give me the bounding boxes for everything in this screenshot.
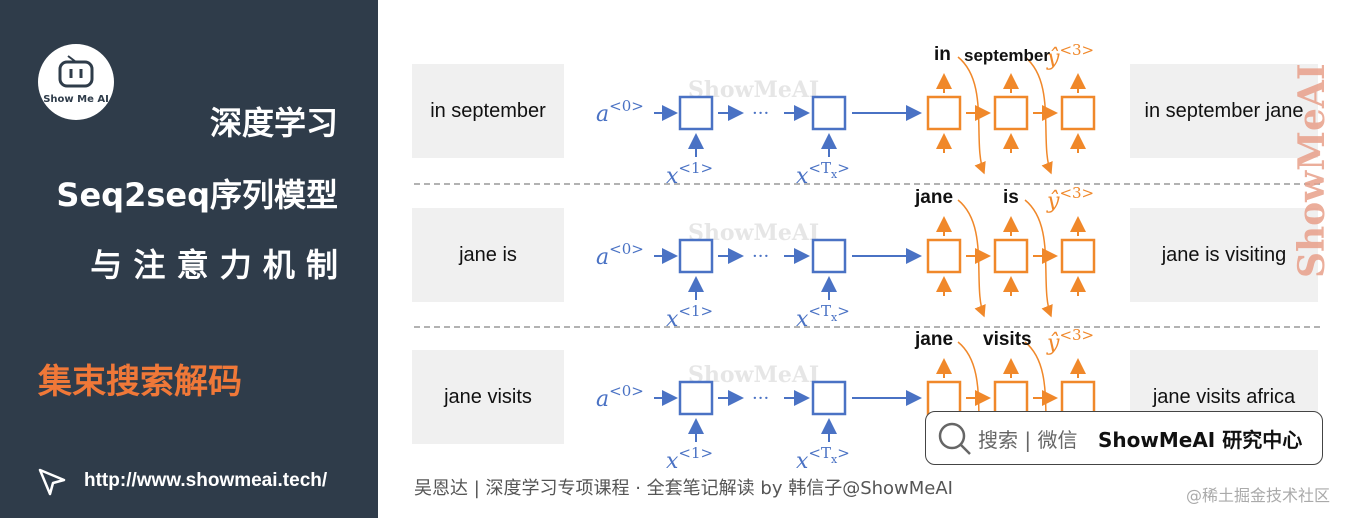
xT-label: x<Tx>: [796, 444, 850, 474]
search-box[interactable]: 搜索 | 微信 ShowMeAI 研究中心: [925, 411, 1323, 465]
side-watermark: ShowMeAI: [1291, 63, 1330, 278]
logo-text: Show Me AI: [43, 94, 109, 105]
encoder-cell: [678, 380, 714, 416]
ellipsis: ···: [752, 388, 769, 409]
yhat3-label: ŷ<3>: [1046, 326, 1094, 356]
showmeai-logo: Show Me AI: [38, 44, 114, 120]
yhat3-label: ŷ<3>: [1046, 184, 1094, 214]
course-caption: 吴恩达 | 深度学习专项课程 · 全套笔记解读 by 韩信子@ShowMeAI: [414, 478, 953, 499]
top-word-1a: in: [934, 44, 951, 65]
a0-label: a<0>: [596, 240, 644, 270]
section-highlight: 集束搜索解码: [38, 362, 242, 402]
decoder-cell: [926, 238, 962, 274]
search-icon: [938, 422, 971, 455]
cursor-icon: [38, 468, 66, 496]
x1-label: x<1>: [666, 159, 713, 189]
encoder-cell: [678, 238, 714, 274]
robot-icon: [58, 55, 94, 88]
xT-label: x<Tx>: [796, 159, 850, 189]
decoder-cell: [993, 238, 1029, 274]
feedback-arrow: [1024, 56, 1053, 175]
encoder-cell: [678, 95, 714, 131]
title-line-2: Seq2seq序列模型: [56, 176, 338, 214]
output-box-2: jane is visiting: [1130, 208, 1318, 302]
input-box-3: jane visits: [412, 350, 564, 444]
decoder-cell: [926, 95, 962, 131]
a0-label: a<0>: [596, 97, 644, 127]
ellipsis: ···: [752, 103, 769, 124]
top-word-3a: jane: [915, 329, 954, 350]
decoder-cell: [993, 95, 1029, 131]
decoder-cell: [1060, 95, 1096, 131]
source-credit: @稀土掘金技术社区: [1186, 486, 1331, 505]
search-brand: ShowMeAI 研究中心: [1098, 428, 1303, 452]
feedback-arrow: [957, 199, 986, 318]
input-box-2: jane is: [412, 208, 564, 302]
search-label: 搜索 | 微信: [978, 428, 1078, 452]
decoder-cell: [993, 380, 1029, 416]
encoder-cell: [811, 238, 847, 274]
site-url-link[interactable]: http://www.showmeai.tech/: [84, 470, 328, 491]
feedback-arrow: [1024, 199, 1053, 318]
output-box-1: in september jane: [1130, 64, 1318, 158]
decoder-cell: [1060, 238, 1096, 274]
encoder-cell: [811, 95, 847, 131]
feedback-arrow: [957, 56, 986, 175]
xT-label: x<Tx>: [796, 302, 850, 332]
x1-label: x<1>: [666, 444, 713, 474]
a0-label: a<0>: [596, 382, 644, 412]
decoder-cell: [1060, 380, 1096, 416]
title-line-3: 与 注 意 力 机 制: [90, 246, 338, 284]
left-panel: Show Me AI 深度学习 Seq2seq序列模型 与 注 意 力 机 制 …: [0, 0, 378, 518]
decoder-cell: [926, 380, 962, 416]
top-word-2b: is: [1003, 187, 1019, 208]
top-word-2a: jane: [915, 187, 954, 208]
top-word-1b: september: [964, 46, 1050, 65]
top-word-3b: visits: [983, 329, 1032, 350]
input-box-1: in september: [412, 64, 564, 158]
svg-text:ShowMeAI: ShowMeAI: [1291, 63, 1330, 278]
ellipsis: ···: [752, 246, 769, 267]
title-line-1: 深度学习: [209, 104, 338, 142]
x1-label: x<1>: [666, 302, 713, 332]
yhat3-label: ŷ<3>: [1046, 41, 1094, 71]
encoder-cell: [811, 380, 847, 416]
